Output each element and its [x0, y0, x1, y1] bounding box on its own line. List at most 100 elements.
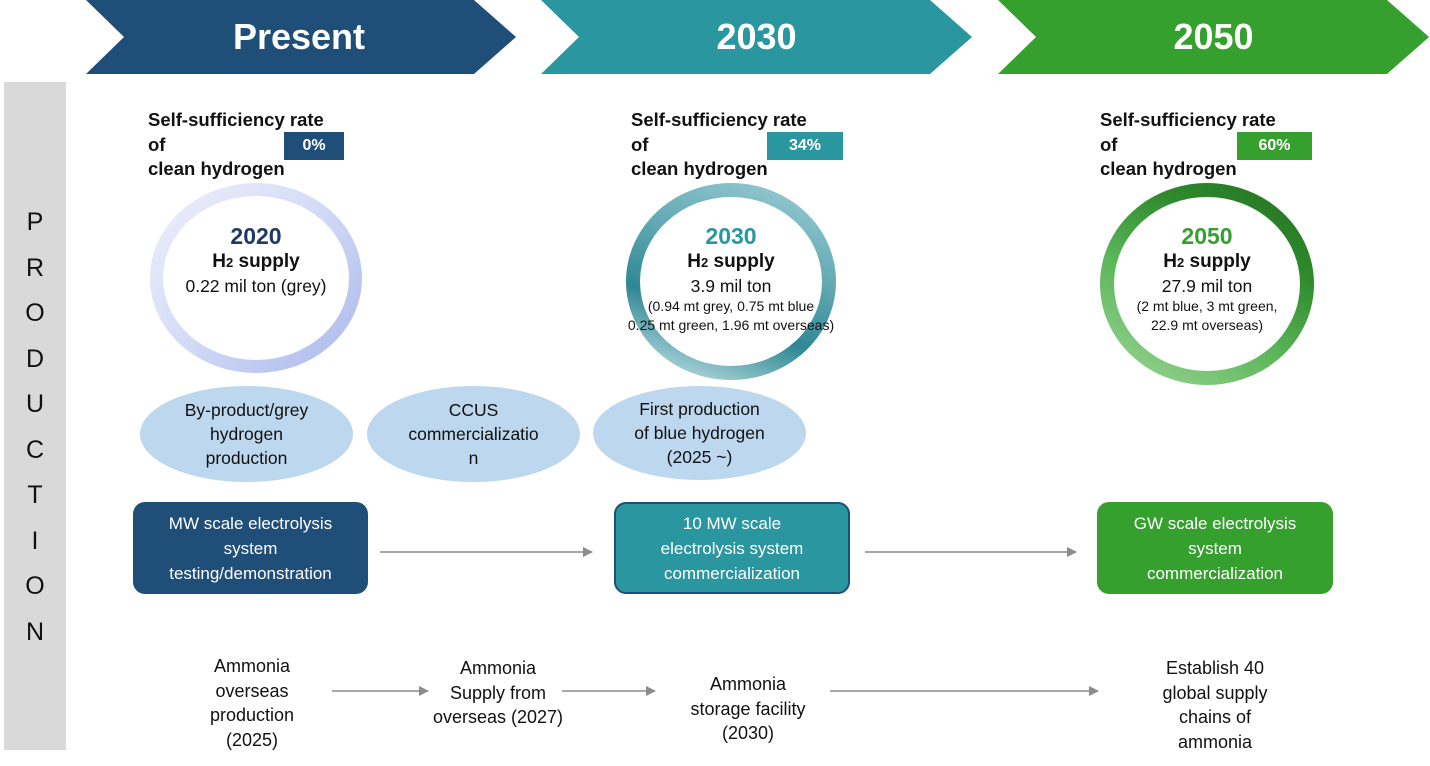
rate-label-line: clean hydrogen [1100, 158, 1237, 179]
note-line: storage facility [690, 698, 806, 719]
oval-line: n [468, 448, 479, 468]
ring-supply-prefix: H [1163, 251, 1177, 272]
sidebar-letter: R [25, 253, 45, 282]
note-line: overseas (2027) [432, 707, 564, 727]
rate-label-line: clean hydrogen [148, 158, 285, 179]
electrolysis-box-10mw: 10 MW scale electrolysis system commerci… [614, 502, 850, 594]
note-line: Supply from [449, 682, 547, 703]
box-line: commercialization [663, 563, 801, 583]
ring-supply-suffix: supply [1184, 251, 1251, 272]
rate-badge-2050: 60% [1237, 132, 1312, 160]
ring-year: 2030 [705, 223, 757, 249]
note-line: overseas [215, 680, 289, 701]
note-line: (2025) [225, 729, 279, 750]
note-line: global supply [1162, 682, 1268, 703]
oval-grey-hydrogen: By-product/grey hydrogen production [140, 386, 353, 482]
sidebar-letter: N [25, 617, 45, 646]
ring-amount: 27.9 mil ton [1161, 276, 1253, 296]
box-line: 10 MW scale [682, 513, 782, 533]
phase-label-present: Present [232, 16, 366, 57]
rate-label-2030: Self-sufficiency rate of clean hydrogen [631, 108, 807, 182]
note-line: Ammonia [459, 658, 537, 678]
ring-detail: 22.9 mt overseas) [1150, 317, 1264, 333]
ring-supply-sub: 2 [1176, 255, 1185, 270]
phase-chevron-2050: 2050 [998, 0, 1429, 74]
ring-supply-suffix: supply [233, 251, 300, 272]
rate-label-present: Self-sufficiency rate of clean hydrogen [148, 108, 324, 182]
ring-supply-label: H2 supply [596, 250, 866, 275]
sidebar-letter: D [25, 344, 45, 373]
rate-badge-present: 0% [284, 132, 344, 160]
ring-supply-suffix: supply [708, 251, 775, 272]
note-line: chains of [1178, 707, 1252, 727]
ring-supply-label: H2 supply [1077, 250, 1337, 275]
oval-ccus: CCUS commercializatio n [367, 386, 580, 482]
ammonia-note-storage: Ammonia storage facility (2030) [663, 672, 833, 746]
ammonia-note-supply: Ammonia Supply from overseas (2027) [408, 656, 588, 730]
electrolysis-box-mw: MW scale electrolysis system testing/dem… [133, 502, 368, 594]
oval-line: First production [639, 399, 760, 419]
sidebar-letter: O [25, 572, 45, 600]
note-line: production [209, 705, 295, 725]
oval-blue-hydrogen: First production of blue hydrogen (2025 … [593, 386, 806, 480]
ammonia-note-global: Establish 40 global supply chains of amm… [1130, 656, 1300, 754]
sidebar-letter: I [31, 526, 39, 555]
box-line: testing/demonstration [169, 563, 332, 583]
box-line: system [223, 538, 278, 558]
supply-ring-2020-center [163, 196, 349, 360]
rate-label-line: clean hydrogen [631, 158, 768, 179]
ring-year: 2020 [230, 223, 282, 249]
box-line: system [1188, 538, 1242, 558]
ring-amount: 3.9 mil ton [690, 276, 772, 296]
sidebar-letter: O [25, 299, 45, 327]
sidebar-letter: U [25, 390, 45, 418]
sidebar-letter: T [27, 481, 43, 509]
supply-ring-2050-text: 2050 H2 supply 27.9 mil ton (2 mt blue, … [1077, 222, 1337, 335]
oval-line: CCUS [448, 400, 499, 420]
oval-line: (2025 ~) [666, 447, 733, 467]
oval-line: commercializatio [408, 424, 539, 444]
electrolysis-box-gw: GW scale electrolysis system commerciali… [1097, 502, 1333, 594]
ring-supply-label: H2 supply [150, 250, 362, 275]
ring-detail: (0.94 mt grey, 0.75 mt blue [647, 298, 815, 314]
note-line: Ammonia [709, 674, 787, 694]
note-line: ammonia [1177, 731, 1253, 752]
note-line: Establish 40 [1165, 658, 1265, 678]
rate-badge-2030: 34% [767, 132, 843, 160]
ring-supply-prefix: H [687, 251, 701, 272]
box-line: GW scale electrolysis [1133, 513, 1297, 533]
ring-detail: (2 mt blue, 3 mt green, [1136, 298, 1278, 314]
rate-label-line: of [148, 133, 166, 155]
note-line: Ammonia [213, 656, 291, 676]
supply-ring-2030-center [640, 197, 822, 366]
rate-label-2050: Self-sufficiency rate of clean hydrogen [1100, 108, 1276, 182]
box-line: MW scale electrolysis [168, 513, 333, 533]
oval-line: By-product/grey [184, 400, 309, 420]
rate-label-line: Self-sufficiency rate [631, 109, 807, 130]
ring-amount: 0.22 mil ton (grey) [185, 276, 327, 296]
ring-detail: 0.25 mt green, 1.96 mt overseas) [627, 317, 835, 333]
supply-ring-2030-text: 2030 H2 supply 3.9 mil ton (0.94 mt grey… [596, 222, 866, 335]
ring-year: 2050 [1181, 223, 1233, 249]
box-line: electrolysis system [660, 538, 804, 558]
rate-label-line: Self-sufficiency rate [148, 109, 324, 130]
rate-label-line: Self-sufficiency rate [1100, 109, 1276, 130]
phase-chevron-2030: 2030 [541, 0, 972, 74]
supply-ring-2050-center [1114, 197, 1300, 371]
ring-supply-prefix: H [212, 251, 226, 272]
ring-supply-sub: 2 [225, 255, 234, 270]
ammonia-note-production: Ammonia overseas production (2025) [172, 654, 332, 752]
oval-line: production [205, 448, 288, 468]
phase-label-2030: 2030 [716, 16, 797, 57]
oval-line: of blue hydrogen [634, 423, 765, 443]
box-line: commercialization [1146, 563, 1284, 583]
phase-label-2050: 2050 [1173, 16, 1254, 57]
ring-supply-sub: 2 [700, 255, 709, 270]
oval-line: hydrogen [210, 424, 283, 444]
note-line: (2030) [721, 723, 775, 743]
sidebar-letter: P [26, 208, 44, 236]
supply-ring-2020-text: 2020 H2 supply 0.22 mil ton (grey) [150, 222, 362, 297]
rate-label-line: of [631, 133, 649, 155]
